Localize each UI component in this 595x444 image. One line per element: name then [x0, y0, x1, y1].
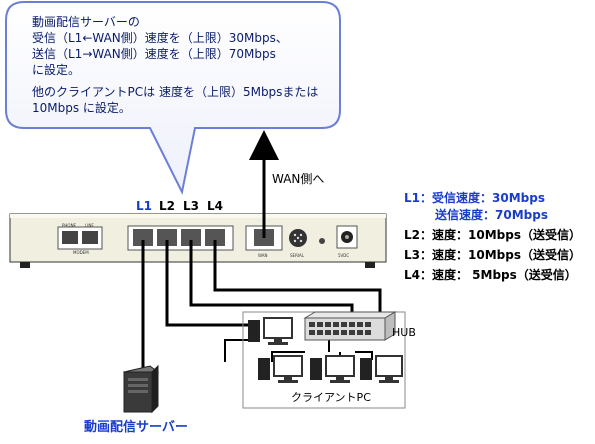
l1-prefix: L1： [404, 191, 432, 205]
clients-label: クライアントPC [291, 391, 371, 404]
callout-line: 10Mbps に設定。 [32, 101, 131, 115]
led-indicator [319, 238, 325, 244]
callout-line: に設定。 [32, 63, 81, 77]
speed-settings: L1：受信速度：30Mbps 送信速度：70Mbps L2：速度：10Mbps（… [404, 190, 581, 284]
server-tower [122, 364, 160, 414]
callout-line: 受信（L1←WAN側）速度を（上限）30Mbps、 [32, 31, 288, 45]
hub-label: HUB [392, 326, 416, 339]
wan-port-label: WAN [258, 253, 267, 258]
line-port-label: LINE [85, 223, 94, 228]
l1-recv-speed: 受信速度：30Mbps [432, 191, 545, 205]
port-l4 [205, 229, 225, 246]
l1-send-speed: 送信速度：70Mbps [435, 208, 548, 222]
port-label-l3: L3 [183, 199, 199, 213]
client-pc [258, 355, 303, 383]
port-label-l1: L1 [136, 199, 152, 213]
port-label-l4: L4 [207, 199, 223, 213]
power-jack: 5VDC [336, 225, 358, 258]
speed-row-l1-send: 送信速度：70Mbps [404, 207, 581, 224]
phone-port-label: PHONE [62, 223, 77, 228]
modem-label: MODEM [73, 250, 89, 255]
callout-line: 動画配信サーバーの [32, 15, 140, 29]
serial-port: SERIAL [289, 229, 307, 258]
router: PHONE LINE MODEM WAN SERIAL [9, 213, 387, 268]
l2-cable [165, 240, 255, 327]
callout-text: 動画配信サーバーの 受信（L1←WAN側）速度を（上限）30Mbps、 送信（L… [32, 14, 332, 116]
callout-bubble [5, 1, 341, 196]
client-pc [248, 317, 293, 345]
port-l2 [157, 229, 177, 246]
speed-row-l1: L1：受信速度：30Mbps [404, 190, 581, 207]
modem-ports: PHONE LINE MODEM [57, 223, 103, 255]
port-label-l2: L2 [159, 199, 175, 213]
serial-label: SERIAL [290, 253, 305, 258]
l4-cable [213, 240, 382, 318]
port-l3 [181, 229, 201, 246]
callout-line: 送信（L1→WAN側）速度を（上限）70Mbps [32, 47, 276, 61]
speed-row-l3: L3：速度：10Mbps（送受信） [404, 248, 581, 262]
client-pc [310, 355, 355, 383]
callout-line: 他のクライアントPCは 速度を（上限）5Mbpsまたは [32, 85, 319, 99]
port-l1 [133, 229, 153, 246]
speed-row-l2: L2：速度：10Mbps（送受信） [404, 228, 581, 242]
speed-row-l4: L4：速度： 5Mbps（送受信） [404, 268, 577, 282]
wan-direction-label: WAN側へ [272, 172, 325, 186]
hub-device [303, 311, 397, 341]
power-label: 5VDC [338, 253, 349, 258]
client-pc [360, 355, 403, 383]
server-label: 動画配信サーバー [84, 420, 188, 435]
